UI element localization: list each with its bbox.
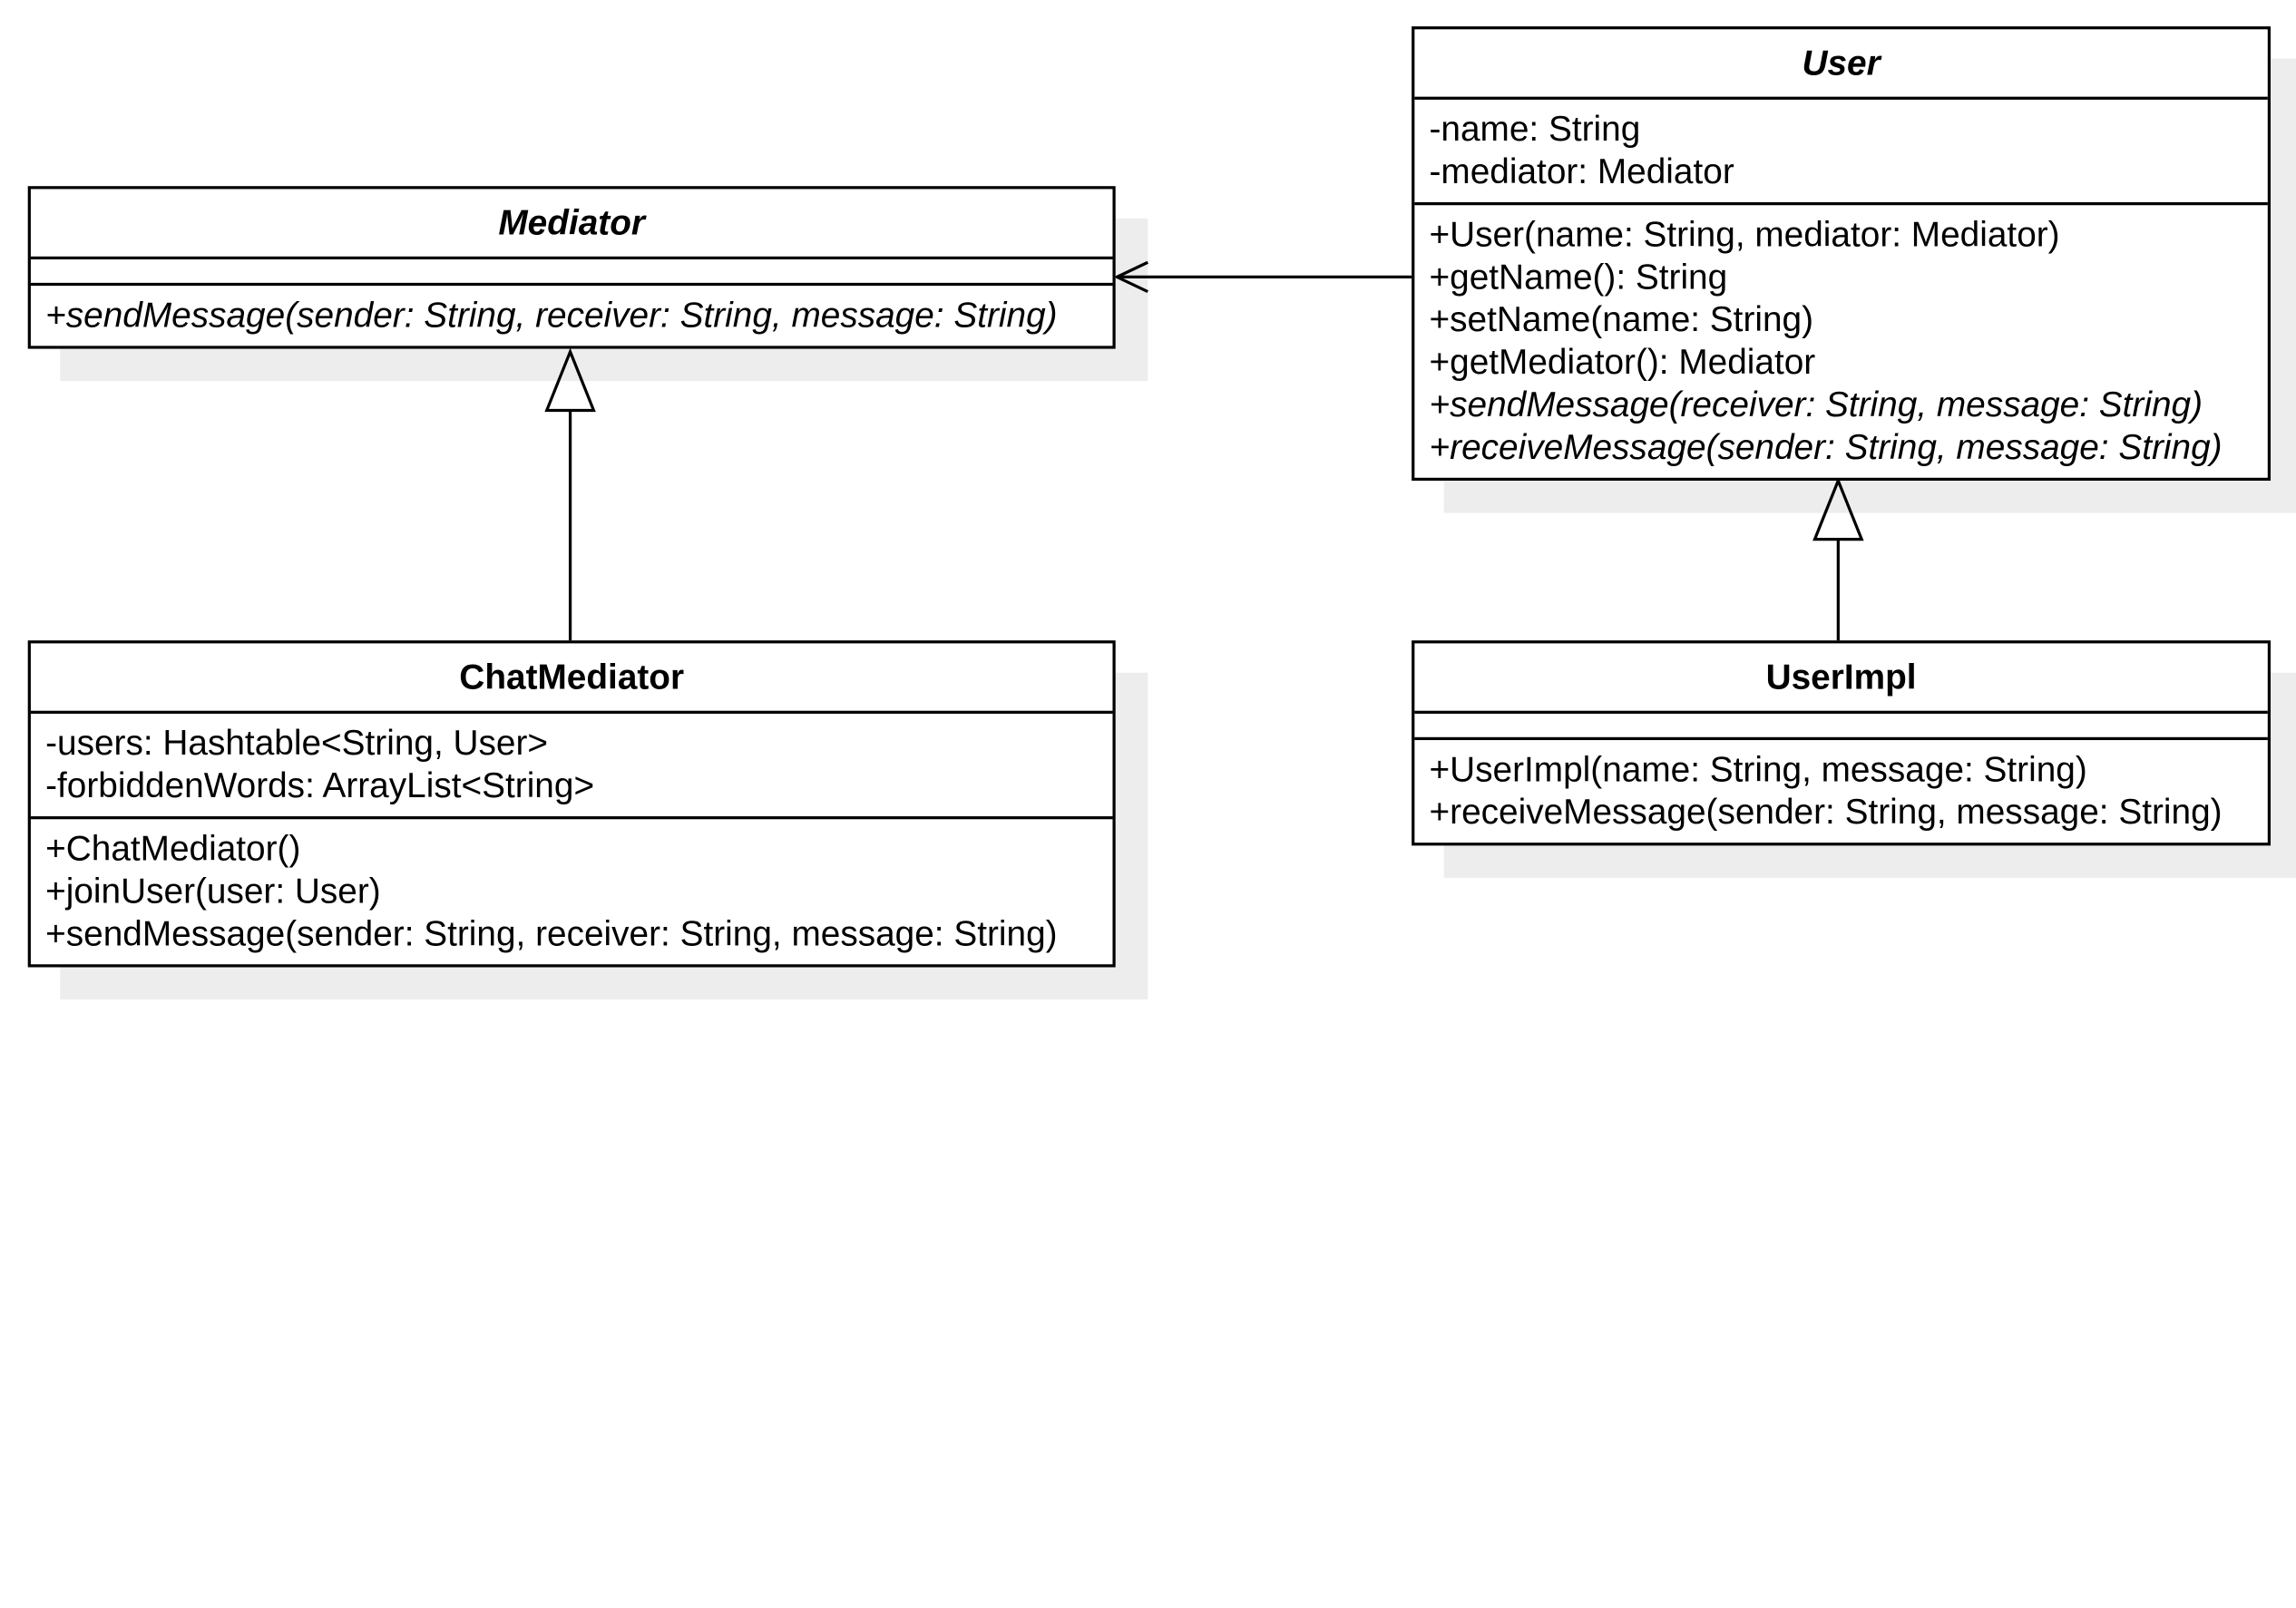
class-name: User (1414, 29, 2268, 100)
method: +User(name: String, mediator: Mediator) (1429, 215, 2060, 256)
class-name: UserImpl (1414, 643, 2268, 714)
attribute: -name: String (1429, 110, 1641, 150)
method: +sendMessage(sender: String, receiver: S… (45, 296, 1058, 336)
attributes-section: -users: Hashtable<String, User> -forbidd… (30, 714, 1113, 820)
methods-section: +User(name: String, mediator: Mediator) … (1414, 205, 2267, 478)
generalization-arrowhead-user (1812, 476, 1864, 541)
attribute: -forbiddenWords: ArrayList<String> (45, 766, 595, 806)
class-chat-mediator[interactable]: ChatMediator -users: Hashtable<String, U… (27, 640, 1116, 968)
methods-section: +sendMessage(sender: String, receiver: S… (31, 286, 1113, 346)
method: +joinUser(user: User) (45, 872, 381, 912)
method: +setName(name: String) (1429, 300, 1814, 340)
class-mediator[interactable]: Mediator +sendMessage(sender: String, re… (27, 186, 1116, 349)
attribute: -users: Hashtable<String, User> (45, 724, 549, 764)
method: +sendMessage(sender: String, receiver: S… (45, 914, 1058, 954)
attribute: -mediator: Mediator (1429, 152, 1734, 192)
method: +getName(): String (1429, 258, 1728, 298)
method: +UserImpl(name: String, message: String) (1429, 750, 2087, 790)
relationship-connectors (544, 260, 1864, 641)
class-user-impl[interactable]: UserImpl +UserImpl(name: String, message… (1412, 640, 2272, 846)
methods-section: +UserImpl(name: String, message: String)… (1414, 740, 2267, 843)
attributes-section: -name: String -mediator: Mediator (1414, 100, 2268, 206)
attributes-section (1414, 714, 2268, 741)
method: +sendMessage(receiver: String, message: … (1429, 385, 2203, 425)
method: +receiveMessage(sender: String, message:… (1429, 793, 2223, 833)
method: +ChatMediator() (45, 829, 301, 870)
class-user[interactable]: User -name: String -mediator: Mediator +… (1412, 26, 2272, 482)
association-arrowhead (1113, 260, 1148, 294)
methods-section: +ChatMediator() +joinUser(user: User) +s… (31, 819, 1113, 964)
attributes-section (30, 259, 1113, 287)
class-name: Mediator (30, 189, 1113, 260)
generalization-arrowhead-mediator (544, 347, 596, 413)
class-name: ChatMediator (30, 643, 1113, 714)
method: +getMediator(): Mediator (1429, 343, 1816, 383)
method: +receiveMessage(sender: String, message:… (1429, 427, 2223, 468)
